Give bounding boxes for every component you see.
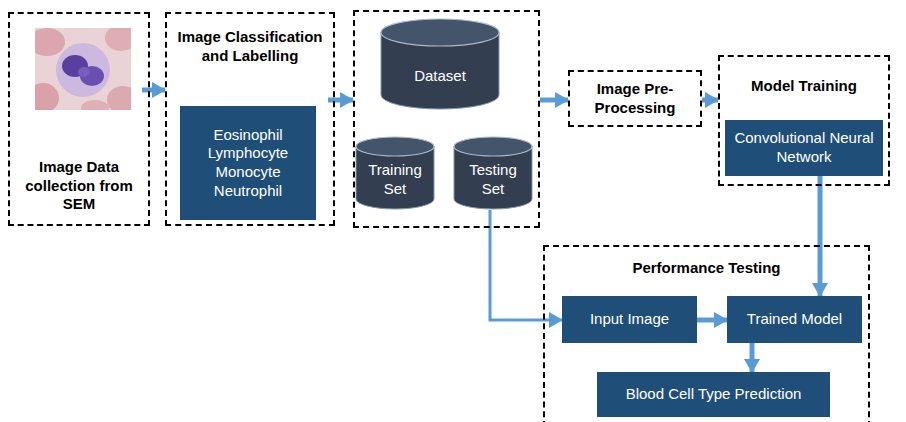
database-cylinder: Dataset [380,18,500,110]
cylinder-top [356,137,434,156]
stage-box: Image Pre-Processing [568,70,702,127]
node-label: Dataset [411,67,469,86]
stage-box: Input Image Trained ModelBlood Cell Type … [543,245,870,422]
process-box: Blood Cell Type Prediction [597,372,830,417]
heading-label: Image Pre-Processing [570,80,700,118]
heading-label: Image Data collection from SEM [10,158,148,214]
database-cylinder: Testing Set [453,136,533,210]
node-label: Testing Set [453,161,533,199]
flow-arrow [142,88,165,93]
red-cell [81,100,109,110]
cylinder-shape [380,18,500,110]
cylinder-top [381,19,499,46]
dataset-group: DatasetTraining Set Testing Set [353,10,540,228]
process-box: Convolutional Neural Network [725,120,883,176]
stage-box: Convolutional Neural Network Model Traini… [718,55,890,186]
flow-arrow [818,176,823,296]
class-list-box: Eosinophil Lymphocyte Monocyte Neutrophi… [180,106,316,220]
process-box: Input Image [562,296,697,343]
flow-arrow [697,318,727,323]
node-label: Trained Model [743,310,846,329]
stage-box: Eosinophil Lymphocyte Monocyte Neutrophi… [165,12,335,226]
red-cell [35,28,65,56]
white-cell [56,43,110,97]
node-label: Input Image [586,310,673,329]
flow-arrow [328,98,353,103]
nucleus-lobe [78,67,90,77]
red-cell [35,83,59,110]
heading-label: Performance Testing [632,259,780,278]
flow-arrow [750,343,755,372]
process-box: Trained Model [727,296,862,343]
flow-arrow [702,98,718,103]
node-label: Convolutional Neural Network [726,129,882,167]
heading-label: Image Classification and Labelling [167,28,333,66]
red-cell [105,28,131,51]
node-label: Eosinophil Lymphocyte Monocyte Neutrophi… [181,126,315,201]
stage-box: Image Data collection from SEM [8,12,150,226]
database-cylinder: Training Set [355,136,435,210]
red-cell [107,86,131,110]
cylinder-top [454,137,532,156]
blood-smear-image [35,28,131,110]
node-label: Training Set [355,161,435,199]
heading-label: Model Training [751,77,857,96]
node-label: Blood Cell Type Prediction [622,385,806,404]
flow-arrow [540,98,568,103]
